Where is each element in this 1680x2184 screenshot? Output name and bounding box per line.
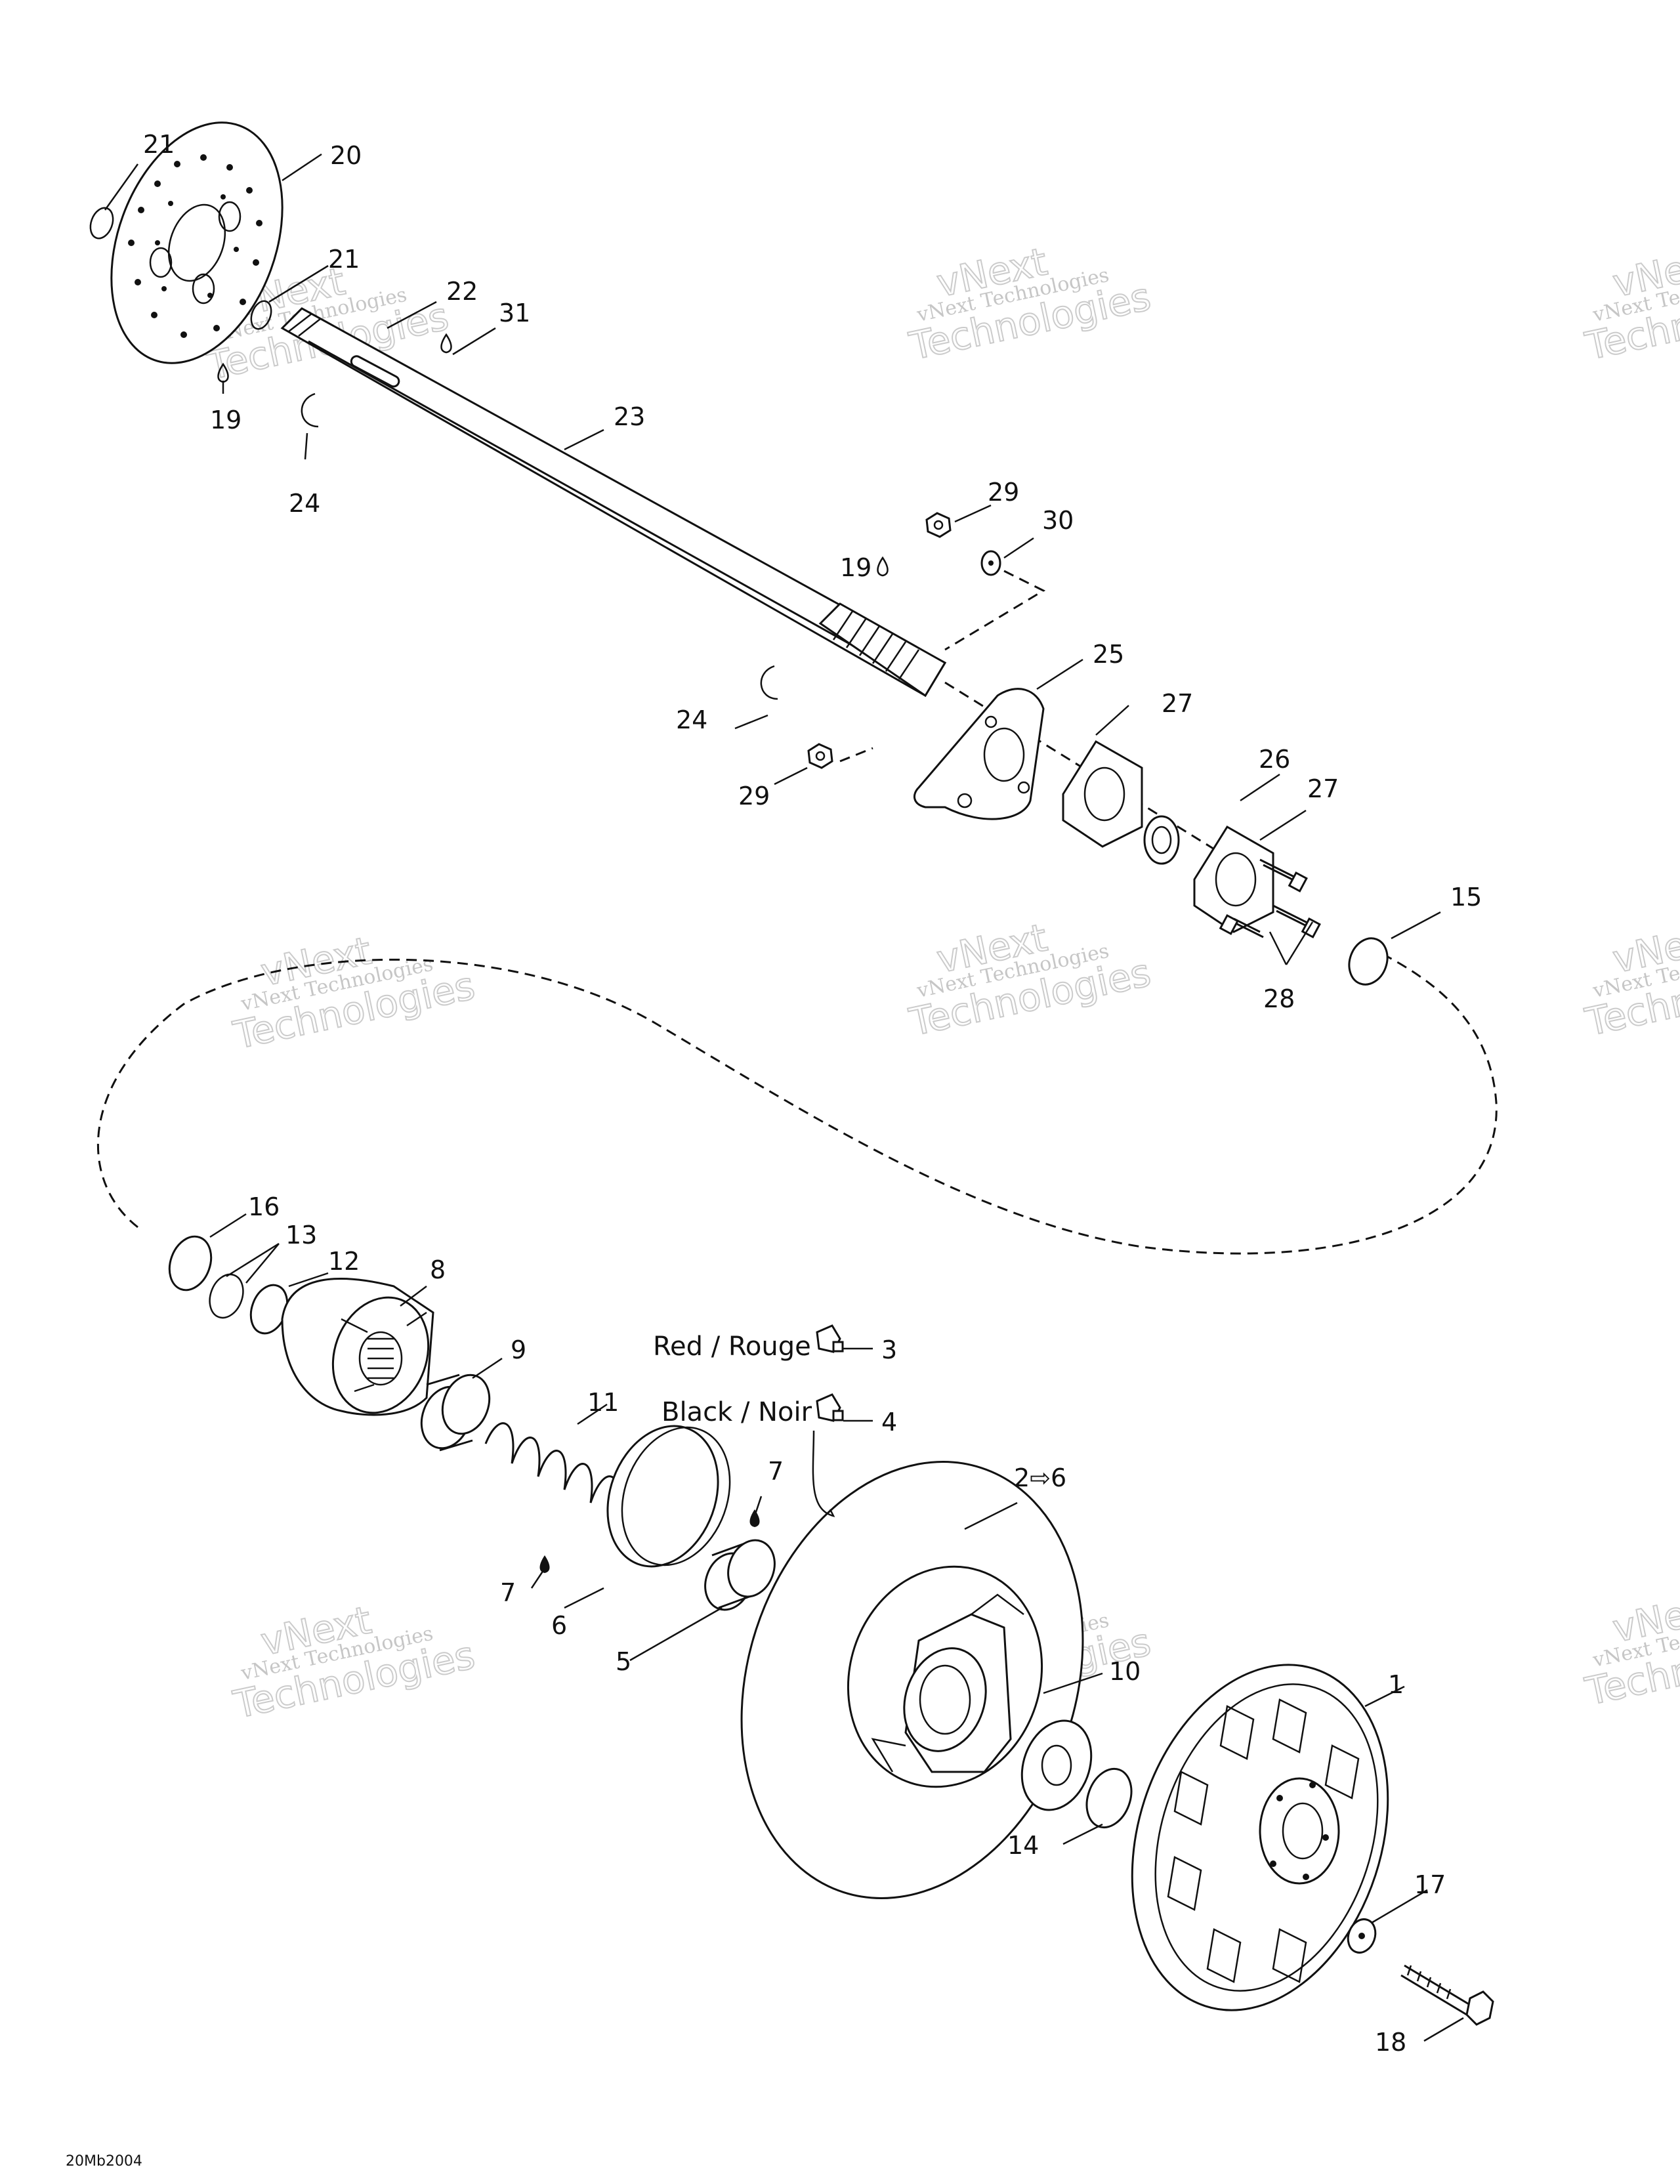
brake-disc (110, 121, 284, 364)
retaining-ring (760, 665, 778, 700)
callout-17: 17 (1414, 1870, 1446, 1899)
grease-drop (877, 556, 889, 577)
callout-20: 20 (330, 141, 362, 170)
callout-9: 9 (511, 1335, 526, 1364)
nut (925, 512, 952, 538)
callout-27: 27 (1307, 774, 1339, 803)
callout-30: 30 (1042, 506, 1074, 535)
sliding-sheave (740, 1461, 1084, 1899)
washer (1347, 1918, 1377, 1954)
bearing-flange (1193, 825, 1274, 933)
callout-24: 24 (289, 489, 320, 518)
callout-1: 1 (1388, 1670, 1404, 1699)
watermark: vNext vNext Technologies Technologies (229, 1597, 480, 1728)
ramp-ring (606, 1425, 731, 1568)
callout-10: 10 (1109, 1657, 1141, 1686)
bolt (1400, 1964, 1494, 2026)
callout-19: 19 (840, 553, 872, 582)
bearing-flange (1062, 740, 1143, 848)
callout-8: 8 (430, 1255, 446, 1284)
assembly-line (839, 747, 873, 763)
bearing-support-plate (913, 688, 1045, 820)
circlip (89, 207, 114, 240)
watermark: vNext vNext Technologies Technologies (905, 914, 1156, 1045)
red-rouge-label: Red / Rouge (653, 1332, 811, 1362)
shim-hole (1041, 1744, 1072, 1786)
callout-24: 24 (676, 705, 707, 734)
callout-14: 14 (1007, 1831, 1039, 1860)
callout-21: 21 (328, 245, 360, 274)
bolt (1259, 858, 1308, 892)
callout-7: 7 (500, 1578, 516, 1607)
watermark: vNext vNext Technologies Technologies (1581, 1584, 1680, 1715)
watermark: vNext vNext Technologies Technologies (229, 927, 480, 1059)
watermark: vNext vNext Technologies Technologies (1581, 914, 1680, 1045)
shim (1020, 1719, 1093, 1811)
callout-6: 6 (551, 1611, 567, 1640)
cam (281, 1278, 434, 1416)
callout-16: 16 (248, 1192, 280, 1221)
callout-22: 22 (446, 277, 478, 306)
callout-23: 23 (614, 402, 645, 431)
callout-5: 5 (616, 1647, 631, 1676)
circlip (250, 300, 272, 330)
callout-12: 12 (328, 1247, 360, 1276)
black-clip (816, 1393, 844, 1422)
callout-19: 19 (210, 406, 242, 434)
watermark: vNext vNext Technologies Technologies (905, 238, 1156, 369)
callout-29: 29 (738, 782, 770, 810)
callout-25: 25 (1093, 640, 1124, 669)
callout-18: 18 (1375, 2028, 1406, 2057)
shim (168, 1235, 213, 1292)
bolt (1219, 914, 1264, 938)
bushing (704, 1539, 776, 1611)
callout-4: 4 (881, 1408, 897, 1437)
leader-lines (104, 153, 1464, 2042)
callout-26: 26 (1259, 745, 1290, 774)
grease-drop (440, 333, 452, 354)
circlip (209, 1273, 244, 1319)
callout-7: 7 (768, 1457, 784, 1486)
driven-shaft (280, 307, 947, 698)
fixed-sheave (1131, 1664, 1389, 2011)
black-noir-label: Black / Noir (662, 1397, 812, 1427)
bearing (1143, 815, 1180, 865)
callout-29: 29 (988, 478, 1019, 507)
callout-28: 28 (1263, 984, 1295, 1013)
callout-13: 13 (285, 1221, 317, 1250)
watermark: vNext vNext Technologies Technologies (1581, 238, 1680, 369)
retaining-ring (301, 392, 319, 428)
callout-27: 27 (1162, 689, 1193, 718)
grease-drop (749, 1509, 760, 1527)
nut (807, 743, 833, 769)
spring (484, 1422, 620, 1510)
callout-3: 3 (881, 1335, 897, 1364)
callout-11: 11 (587, 1388, 619, 1417)
grease-drop (539, 1555, 550, 1573)
callout-labels: 21 20 21 22 31 19 24 23 29 30 19 25 27 2… (143, 130, 1482, 2057)
shim (1348, 937, 1389, 986)
bolt (1272, 904, 1321, 938)
washer (980, 550, 1001, 576)
drawing-code: 20Mb2004 (66, 2153, 142, 2170)
callout-2-6: 2⇨6 (1014, 1463, 1066, 1492)
assembly-line (944, 570, 1046, 651)
callout-15: 15 (1450, 883, 1482, 912)
drive-belt-outline (97, 944, 1498, 1255)
callout-31: 31 (499, 299, 530, 327)
callout-21: 21 (143, 130, 175, 159)
red-clip (816, 1324, 844, 1353)
